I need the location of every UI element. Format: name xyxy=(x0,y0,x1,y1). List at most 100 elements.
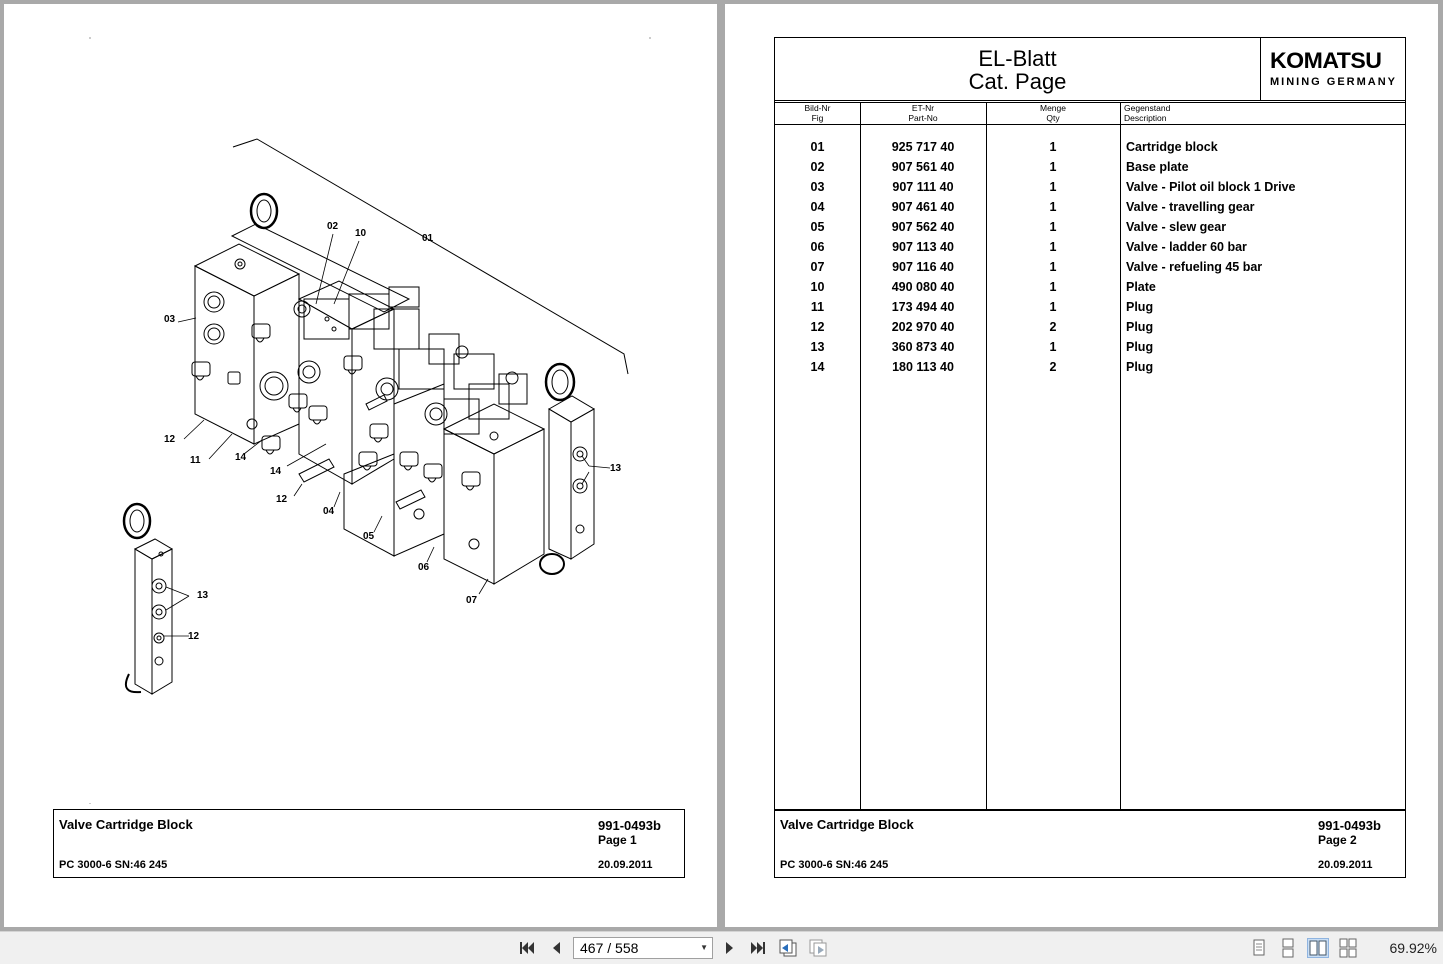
valve-block-drawing xyxy=(89,37,651,804)
table-row: 13 360 873 40 1 Plug xyxy=(775,340,1405,360)
cell-description: Valve - travelling gear xyxy=(1126,200,1255,214)
page-number-input[interactable]: 467 / 558 ▼ xyxy=(573,937,713,959)
cell-fig: 02 xyxy=(810,160,825,174)
cell-description: Valve - Pilot oil block 1 Drive xyxy=(1126,180,1296,194)
single-page-icon[interactable] xyxy=(1248,938,1270,958)
cell-description: Plate xyxy=(1126,280,1156,294)
cell-fig: 13 xyxy=(810,340,825,354)
table-row: 07 907 116 40 1 Valve - refueling 45 bar xyxy=(775,260,1405,280)
cell-description: Plug xyxy=(1126,360,1154,374)
cell-fig: 14 xyxy=(810,360,825,374)
cell-quantity: 1 xyxy=(1049,160,1057,174)
cell-fig: 07 xyxy=(810,260,825,274)
right-page: EL-Blatt Cat. Page KOMATSU MINING GERMAN… xyxy=(725,4,1438,927)
page-indicator: 467 / 558 xyxy=(580,940,639,956)
footer-doc-number: 991-0493b xyxy=(1318,818,1381,833)
first-page-icon[interactable] xyxy=(517,938,537,958)
callout-07: 07 xyxy=(466,595,478,606)
callout-06: 06 xyxy=(418,562,430,573)
cell-fig: 01 xyxy=(810,140,825,154)
next-page-icon[interactable] xyxy=(720,938,740,958)
title-line-1: EL-Blatt xyxy=(978,46,1057,71)
zoom-level[interactable]: 69.92% xyxy=(1389,940,1437,956)
cell-fig: 12 xyxy=(810,320,825,334)
cell-description: Plug xyxy=(1126,340,1154,354)
cell-quantity: 1 xyxy=(1049,340,1057,354)
title-block-left: Valve Cartridge Block 991-0493b Page 1 P… xyxy=(53,809,685,878)
cell-description: Valve - slew gear xyxy=(1126,220,1227,234)
chevron-down-icon[interactable]: ▼ xyxy=(700,943,708,952)
callout-03: 03 xyxy=(164,314,176,325)
cell-quantity: 2 xyxy=(1049,360,1057,374)
callout-02: 02 xyxy=(327,221,339,232)
cell-fig: 05 xyxy=(810,220,825,234)
previous-view-icon[interactable] xyxy=(778,938,798,958)
next-view-icon[interactable] xyxy=(808,938,828,958)
footer-date: 20.09.2011 xyxy=(598,859,653,871)
left-page: 03 02 10 01 12 11 14 14 12 04 05 06 07 1… xyxy=(4,4,717,927)
cell-quantity: 2 xyxy=(1049,320,1057,334)
cell-description: Cartridge block xyxy=(1126,140,1218,154)
callout-10: 10 xyxy=(355,228,367,239)
logo-subtitle: MINING GERMANY xyxy=(1270,76,1397,88)
footer-doc-number: 991-0493b xyxy=(598,818,661,833)
two-page-icon[interactable] xyxy=(1307,938,1329,958)
cell-fig: 10 xyxy=(810,280,825,294)
cell-part-number: 490 080 40 xyxy=(891,280,955,294)
cell-fig: 03 xyxy=(810,180,825,194)
cell-description: Valve - ladder 60 bar xyxy=(1126,240,1247,254)
callout-14-b: 14 xyxy=(270,466,282,477)
table-row: 04 907 461 40 1 Valve - travelling gear xyxy=(775,200,1405,220)
cell-part-number: 907 461 40 xyxy=(891,200,955,214)
cell-description: Base plate xyxy=(1126,160,1189,174)
cell-quantity: 1 xyxy=(1049,280,1057,294)
cell-part-number: 907 116 40 xyxy=(892,260,954,274)
title-block-right: Valve Cartridge Block 991-0493b Page 2 P… xyxy=(774,809,1406,878)
last-page-icon[interactable] xyxy=(748,938,768,958)
parts-list-table: EL-Blatt Cat. Page KOMATSU MINING GERMAN… xyxy=(774,37,1406,811)
cell-description: Plug xyxy=(1126,300,1154,314)
continuous-icon[interactable] xyxy=(1277,938,1299,958)
callout-13-a: 13 xyxy=(610,463,622,474)
callout-12-a: 12 xyxy=(164,434,176,445)
cell-part-number: 360 873 40 xyxy=(891,340,955,354)
footer-model: PC 3000-6 SN:46 245 xyxy=(59,859,168,871)
logo-wordmark: KOMATSU xyxy=(1270,48,1382,73)
footer-page: Page 2 xyxy=(1318,833,1357,847)
cell-quantity: 1 xyxy=(1049,180,1057,194)
callout-13-b: 13 xyxy=(197,590,209,601)
cell-description: Valve - refueling 45 bar xyxy=(1126,260,1263,274)
cell-quantity: 1 xyxy=(1049,240,1057,254)
cell-description: Plug xyxy=(1126,320,1154,334)
viewer-toolbar: 467 / 558 ▼ 69.92% xyxy=(0,931,1443,964)
cell-part-number: 180 113 40 xyxy=(892,360,954,374)
callout-01: 01 xyxy=(422,233,434,244)
prev-page-icon[interactable] xyxy=(546,938,566,958)
cell-part-number: 173 494 40 xyxy=(891,300,955,314)
callout-04: 04 xyxy=(323,506,335,517)
two-page-continuous-icon[interactable] xyxy=(1337,938,1359,958)
cell-part-number: 907 562 40 xyxy=(891,220,955,234)
footer-title: Valve Cartridge Block xyxy=(59,817,193,832)
cell-part-number: 907 561 40 xyxy=(891,160,955,174)
footer-model: PC 3000-6 SN:46 245 xyxy=(780,859,889,871)
cell-fig: 04 xyxy=(810,200,825,214)
title-line-2: Cat. Page xyxy=(968,69,1067,94)
catalog-header: EL-Blatt Cat. Page KOMATSU MINING GERMAN… xyxy=(775,38,1405,101)
cell-fig: 11 xyxy=(810,300,825,314)
cell-fig: 06 xyxy=(810,240,825,254)
callout-14-a: 14 xyxy=(235,452,247,463)
callout-12-b: 12 xyxy=(276,494,288,505)
cell-quantity: 1 xyxy=(1049,260,1057,274)
cell-part-number: 202 970 40 xyxy=(891,320,955,334)
cell-quantity: 1 xyxy=(1049,200,1057,214)
